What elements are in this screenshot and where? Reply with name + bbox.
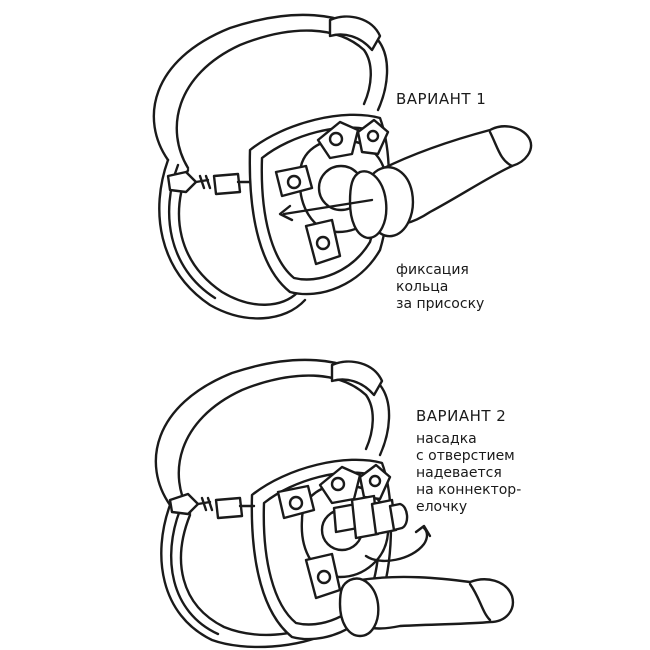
variant-2-caption: насадка с отверстием надевается на конне… [416,431,521,516]
shaft [378,125,533,226]
waist-belt-outer-2 [154,358,391,507]
leg-strap-outer [158,158,307,320]
dildo-with-suction-cup [348,125,533,240]
waist-belt-inner [175,29,372,170]
variant-1-caption-line: фиксация [396,262,469,278]
variant-1-caption: фиксация кольца за присоску [396,262,484,313]
leg-strap-mid-2 [169,508,220,636]
waist-belt-inner-2 [177,374,374,515]
variant-2-caption-line: насадка [416,431,477,447]
variant-2-illustration [154,358,515,649]
variant-2-caption-line: надевается [416,465,502,481]
side-buckle-2 [168,492,256,520]
variant-1-title: ВАРИАНТ 1 [396,90,487,108]
variant-1-caption-line: кольца [396,279,449,295]
leg-strap-outer-2 [160,503,332,649]
variant-1-caption-line: за присоску [396,296,485,312]
variant-2-caption-line: с отверстием [416,448,515,464]
suction-cup [348,170,388,240]
leg-strap-inner [177,168,300,306]
variant-2-caption-line: елочку [416,499,468,515]
belt-fold-2 [330,360,384,397]
fixation-arrow [278,198,374,222]
belt-fold [328,15,382,52]
dildo-attachment [338,575,515,638]
tree-connector [332,494,409,540]
variant-2-title: ВАРИАНТ 2 [416,407,507,425]
variant-2-caption-line: на коннектор- [416,482,522,498]
attach-arrow [364,524,432,563]
waist-belt-outer [152,13,389,162]
variant-1-illustration [152,13,533,320]
attachment-base [338,577,380,638]
side-buckle [166,170,252,196]
